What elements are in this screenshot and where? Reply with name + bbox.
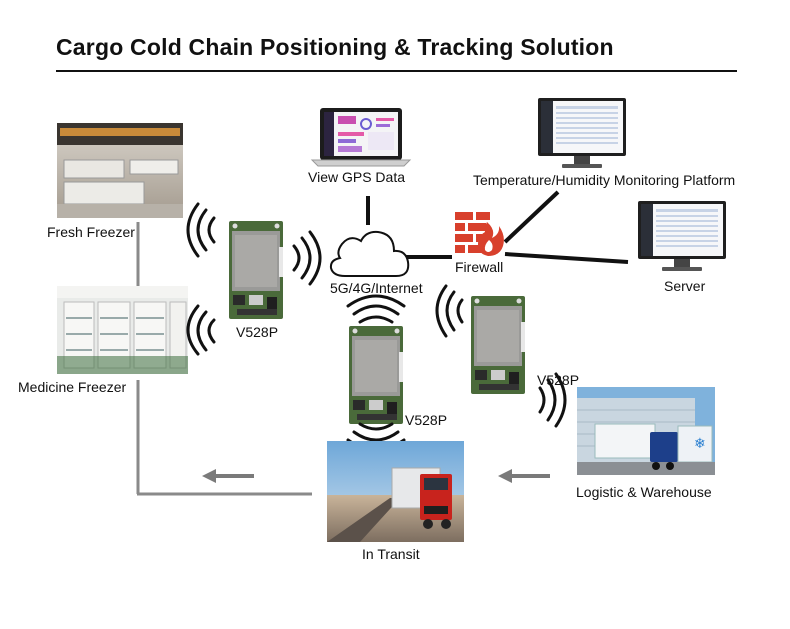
monitor-icon: [538, 98, 626, 168]
v528p-module-right: [471, 296, 525, 394]
medicine-freezer-photo: [57, 286, 188, 374]
label-in-transit: In Transit: [362, 546, 420, 562]
monitor-icon: [638, 201, 726, 271]
wifi-signal-icon: [186, 202, 567, 452]
label-device-2: V528P: [405, 412, 448, 428]
firewall-icon: [455, 212, 504, 256]
label-monitoring-platform: Temperature/Humidity Monitoring Platform: [473, 172, 736, 188]
label-medicine-freezer: Medicine Freezer: [18, 379, 127, 395]
label-server: Server: [664, 278, 706, 294]
arrow-left-icon: [498, 469, 550, 483]
label-logistic-warehouse: Logistic & Warehouse: [576, 484, 712, 500]
label-fresh-freezer: Fresh Freezer: [47, 224, 135, 240]
link-firewall-server: [504, 252, 629, 264]
arrow-left-icon: [202, 469, 254, 483]
label-device-3: V528P: [537, 372, 580, 388]
flow-lines: [136, 222, 312, 496]
title-underline: [56, 70, 737, 72]
svg-text:❄: ❄: [694, 436, 706, 452]
v528p-module-center: [349, 326, 403, 424]
diagram-title: Cargo Cold Chain Positioning & Tracking …: [56, 34, 614, 60]
fresh-freezer-photo: [57, 123, 183, 218]
label-device-1: V528P: [236, 324, 279, 340]
label-network: 5G/4G/Internet: [330, 280, 423, 296]
cloud-icon: [329, 230, 410, 277]
logistic-warehouse-photo: ❄: [577, 387, 715, 475]
in-transit-photo: [327, 441, 464, 542]
label-firewall: Firewall: [455, 259, 504, 275]
v528p-module-left: [229, 221, 283, 319]
laptop-icon: [310, 108, 412, 167]
link-firewall-platform: [503, 190, 560, 244]
network-links: [366, 190, 629, 264]
label-view-gps-data: View GPS Data: [308, 169, 406, 185]
